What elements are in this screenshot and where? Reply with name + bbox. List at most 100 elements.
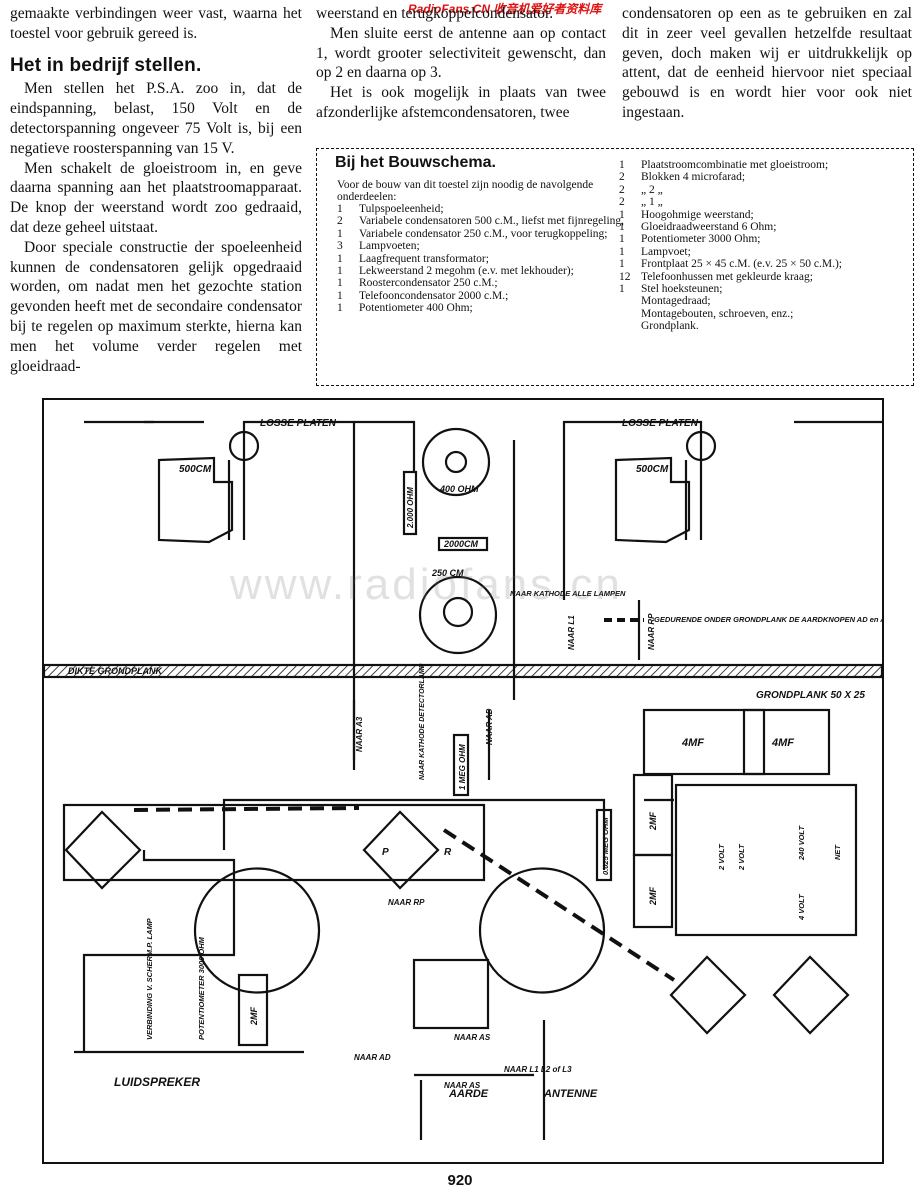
parts-item-text: Roostercondensator 250 c.M.; (359, 277, 498, 290)
parts-item-quantity: 1 (337, 265, 343, 278)
centre-watermark: www.radiofans.cn (230, 560, 623, 609)
parts-list-item: 12 Telefoonhussen met gekleurde kraag; (619, 271, 909, 283)
parts-item-text: Lampvoet; (641, 245, 691, 258)
label-cap-left: 500CM (179, 464, 212, 475)
parts-item-text: Blokken 4 microfarad; (641, 171, 746, 184)
parts-item-text: Stel hoeksteunen; (641, 283, 723, 296)
parts-list-item: 1 Hoogohmige weerstand; (619, 209, 909, 221)
capacitor-2000cm (437, 536, 489, 552)
variable-capacitor-right (614, 456, 691, 544)
label-4mf-a: 4MF (681, 737, 704, 749)
feedback-capacitor (418, 575, 498, 655)
label-2volt-a: 2 VOLT (717, 843, 726, 871)
parts-item-text: Hoogohmige weerstand; (641, 208, 754, 221)
parts-item-quantity: 1 (619, 159, 625, 171)
label-250cm: 250 CM (431, 568, 464, 578)
paragraph: Het is ook mogelijk in plaats van twee a… (316, 84, 606, 121)
label-1megohm: 1 MEG OHM (458, 744, 467, 790)
parts-item-quantity: 1 (619, 221, 625, 234)
label-naar-rp: NAAR RP (647, 613, 656, 650)
label-0025: 0.025 MEG OHM (601, 817, 610, 875)
label-2000cm: 2000CM (443, 539, 479, 549)
parts-item-text: Frontplaat 25 × 45 c.M. (e.v. 25 × 50 c.… (641, 258, 842, 271)
legend-dashed-line: GEDURENDE ONDER GRONDPLANK DE AARDKNOPEN… (654, 615, 882, 624)
valve-holder-centre (362, 810, 440, 890)
baseboard-wiring (62, 803, 486, 882)
parts-item-text: Potentiometer 3000 Ohm; (641, 233, 761, 246)
parts-list-right: 1 Plaatstroomcombinatie met gloeistroom; 2… (619, 159, 909, 333)
lamp-socket-right (478, 867, 606, 994)
section-heading: Het in bedrijf stellen. (10, 54, 202, 76)
parts-list-item: Grondplank. (619, 320, 909, 332)
front-panel-edge (44, 663, 882, 679)
label-losse-platen-left: LOSSE PLATEN (260, 418, 337, 429)
label-240volt: 240 VOLT (797, 825, 806, 861)
parts-item-quantity: 1 (337, 302, 343, 315)
condenser-2mf-b (632, 853, 674, 929)
paragraph: condensatoren op een as te gebruiken en … (622, 5, 912, 121)
label-4volt: 4 VOLT (797, 893, 806, 921)
condenser-4mf-a (642, 708, 766, 776)
label-losse-platen-right: LOSSE PLATEN (622, 418, 699, 429)
parts-item-text: Potentiometer 400 Ohm; (359, 302, 473, 315)
parts-item-quantity: 1 (337, 252, 343, 265)
label-naar-a3: NAAR A3 (355, 716, 364, 752)
lamp-socket-left (193, 867, 321, 994)
parts-item-quantity: 2 (337, 215, 343, 228)
parts-item-quantity: 1 (337, 227, 343, 240)
parts-list-item: 1 Potentiometer 400 Ohm; (337, 302, 627, 314)
paragraph: Men sluite eerst de antenne aan op conta… (316, 24, 606, 82)
parts-item-quantity: 2 (619, 196, 625, 209)
resistor-1mohm (452, 733, 470, 797)
parts-item-text: Montagebouten, schroeven, enz.; (641, 307, 794, 320)
label-pin-p: P (382, 847, 389, 858)
label-naar-ad-2: NAAR AD (354, 1053, 391, 1062)
parts-item-quantity: 1 (619, 208, 625, 221)
text-column-3: condensatoren op een as te gebruiken en … (622, 4, 912, 123)
page-number: 920 (447, 1172, 473, 1189)
parts-item-text: Telefoonhussen met gekleurde kraag; (641, 270, 813, 283)
parts-list-item: 1 Potentiometer 3000 Ohm; (619, 233, 909, 245)
parts-list-item: 1 Variabele condensator 250 c.M., voor te… (337, 228, 627, 240)
wiring-diagram: LOSSE PLATEN LOSSE PLATEN 500CM 500CM 40… (42, 398, 884, 1164)
parts-item-quantity: 1 (619, 283, 625, 296)
label-naar-kathode-2: NAAR KATHODE DETECTORLAMP (419, 663, 426, 780)
parts-list-intro: Voor de bouw van dit toestel zijn noodig… (337, 179, 594, 203)
parts-item-text: Lampvoeten; (359, 240, 420, 253)
label-naar-ad: NAAR AD (485, 708, 494, 745)
paragraph: Door speciale constructie der spoeleenhe… (10, 238, 302, 375)
label-cap-right: 500CM (636, 464, 669, 475)
paragraph: weerstand en terugkoppelcondensator. (316, 5, 554, 22)
parts-list-item: 1 Plaatstroomcombinatie met gloeistroom; (619, 159, 909, 171)
parts-item-quantity (619, 308, 641, 320)
label-naar-kathode: NAAR KATHODE ALLE LAMPEN (510, 589, 626, 598)
parts-item-quantity: 12 (619, 270, 631, 283)
label-2volt-b: 2 VOLT (737, 843, 746, 871)
parts-item-text: Plaatstroomcombinatie met gloeistroom; (641, 159, 829, 171)
label-naar-as-2: NAAR AS (444, 1081, 481, 1090)
parts-item-text: Laagfrequent transformator; (359, 252, 489, 265)
label-naar-rp-2: NAAR RP (388, 898, 425, 907)
parts-list-item: Montagebouten, schroeven, enz.; (619, 308, 909, 320)
parts-item-quantity: 2 (619, 183, 625, 196)
parts-item-quantity: 2 (619, 171, 625, 184)
label-verbinding: VERBINDING V. SCHERM.P. LAMP (145, 917, 154, 1040)
parts-item-text: Variabele condensator 250 c.M., voor ter… (359, 227, 608, 240)
parts-item-text: „ 1 „ (641, 196, 663, 209)
condenser-2mf-c (237, 973, 269, 1047)
valve-holder-rect (772, 955, 850, 1035)
audio-transformer (412, 958, 490, 1030)
label-4mf-b: 4MF (771, 737, 794, 749)
label-dikte-grondplank: DIKTE GRONDPLANK (68, 666, 163, 676)
parts-item-text: Lekweerstand 2 megohm (e.v. met lekhoude… (359, 265, 574, 278)
text-column-2: weerstand en terugkoppelcondensator. Men… (316, 4, 606, 123)
parts-item-quantity: 1 (619, 233, 625, 246)
paragraph: Men stellen het P.S.A. zoo in, dat de ei… (10, 80, 302, 157)
label-2mf-b: 2MF (648, 886, 658, 906)
wiring-diagram-svg: LOSSE PLATEN LOSSE PLATEN 500CM 500CM 40… (44, 418, 882, 1140)
paragraph: Men schakelt de gloeistroom in, en geve … (10, 159, 302, 236)
